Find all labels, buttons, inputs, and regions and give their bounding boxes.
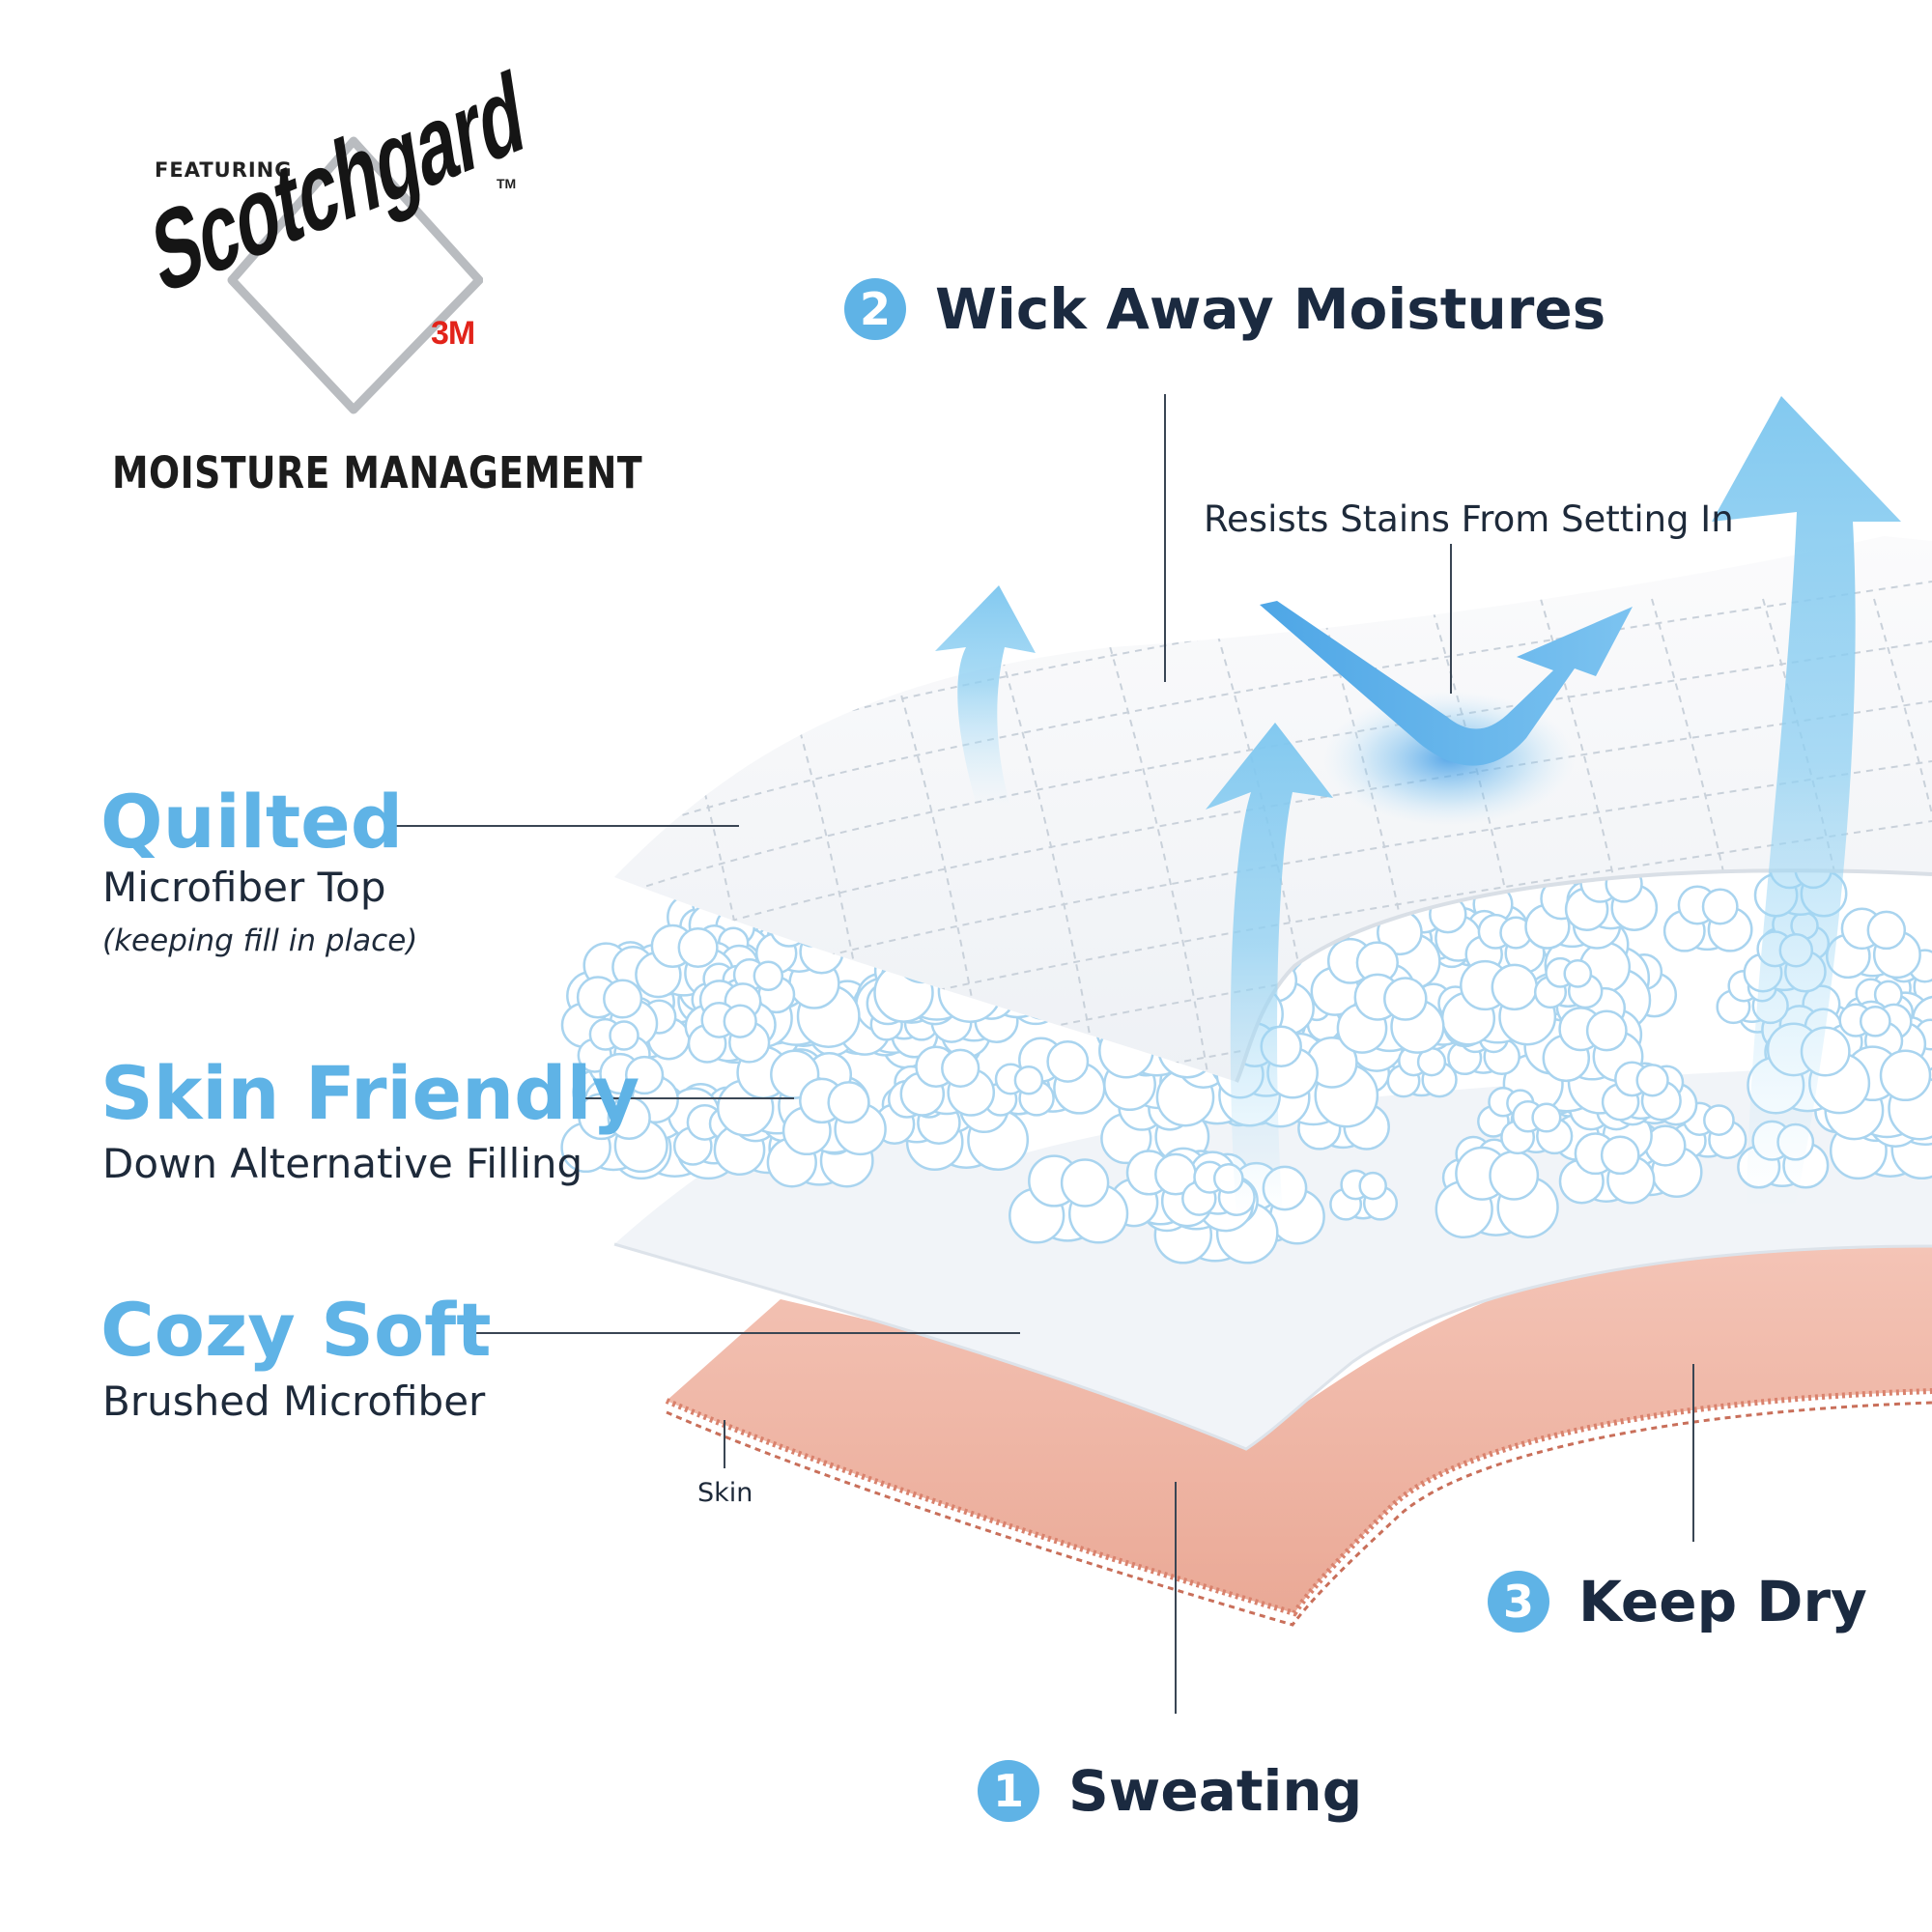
logo-maker: 3M bbox=[431, 315, 475, 352]
arrow-middle-icon bbox=[1206, 723, 1333, 1217]
leader-lines bbox=[390, 394, 1694, 1714]
skin-layer bbox=[665, 1246, 1932, 1627]
step-number-3: 3 bbox=[1488, 1571, 1549, 1633]
step-wick-away: 2 Wick Away Moistures bbox=[844, 276, 1605, 342]
callout-resists-stains: Resists Stains From Setting In bbox=[1204, 498, 1734, 540]
logo-diamond-icon bbox=[227, 136, 483, 414]
layer-title-quilted: Quilted bbox=[100, 779, 404, 865]
step-number-2: 2 bbox=[844, 278, 906, 340]
step-label-3: Keep Dry bbox=[1578, 1569, 1867, 1634]
step-number-1: 1 bbox=[978, 1760, 1039, 1822]
step-keep-dry: 3 Keep Dry bbox=[1488, 1569, 1867, 1634]
step-label-1: Sweating bbox=[1068, 1758, 1363, 1824]
callout-skin: Skin bbox=[697, 1478, 753, 1508]
layer-title-skin-friendly: Skin Friendly bbox=[100, 1050, 640, 1136]
step-sweating: 1 Sweating bbox=[978, 1758, 1362, 1824]
logo-tagline: MOISTURE MANAGEMENT bbox=[112, 447, 643, 498]
layer-subtitle-skin-friendly: Down Alternative Filling bbox=[102, 1140, 583, 1187]
step-label-2: Wick Away Moistures bbox=[935, 276, 1606, 342]
layer-title-cozy-soft: Cozy Soft bbox=[100, 1287, 492, 1373]
layer-note-quilted: (keeping fill in place) bbox=[102, 923, 418, 958]
layer-subtitle-cozy-soft: Brushed Microfiber bbox=[102, 1378, 486, 1425]
logo-trademark: TM bbox=[497, 176, 517, 191]
layer-subtitle-quilted: Microfiber Top bbox=[102, 864, 386, 911]
logo-featuring-text: FEATURING bbox=[155, 158, 293, 182]
arrow-right-icon bbox=[1712, 396, 1901, 1208]
stain-repel-arrow-icon bbox=[1260, 601, 1633, 766]
arrow-left-icon bbox=[935, 585, 1036, 806]
moisture-arrows bbox=[935, 396, 1901, 1217]
